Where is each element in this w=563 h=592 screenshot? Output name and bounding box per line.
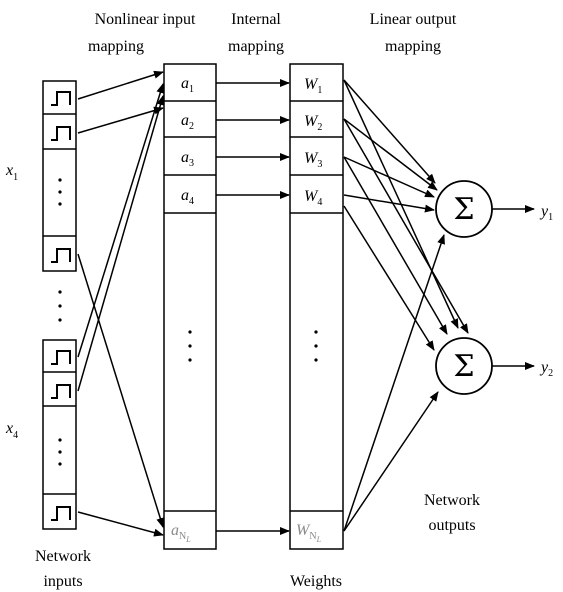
vertical-ellipsis-icon bbox=[58, 438, 62, 466]
network-inputs-label-line2: inputs bbox=[43, 573, 82, 590]
step-function-icon bbox=[51, 350, 71, 365]
header-internal-line1: Internal bbox=[231, 11, 281, 28]
weight-column bbox=[289, 63, 344, 550]
activation-cell-a2: a2 bbox=[181, 112, 194, 132]
input-to-activation-arrows bbox=[77, 70, 165, 537]
weight-cell-w3: W3 bbox=[304, 150, 322, 170]
header-linear-line2: mapping bbox=[385, 38, 441, 55]
header-internal-line2: mapping bbox=[228, 38, 284, 55]
step-function-icon bbox=[51, 384, 71, 399]
weight-cell-w1: W1 bbox=[304, 76, 322, 96]
step-function-icon bbox=[51, 248, 71, 263]
header-nonlinear-line1: Nonlinear input bbox=[95, 11, 196, 28]
activation-cell-a3: a3 bbox=[181, 149, 194, 169]
summation-node-2: Σ bbox=[435, 337, 493, 395]
output-label-y1: y1 bbox=[539, 203, 553, 223]
output-label-y2: y2 bbox=[539, 359, 553, 379]
weight-cell-w2: W2 bbox=[304, 113, 322, 133]
network-outputs-label-line1: Network bbox=[424, 492, 480, 509]
output-arrows bbox=[492, 205, 535, 370]
input-label-x1: x1 bbox=[5, 162, 18, 183]
header-nonlinear-line2: mapping bbox=[88, 38, 144, 55]
vertical-ellipsis-icon bbox=[58, 178, 62, 206]
network-outputs-label-line2: outputs bbox=[428, 517, 475, 534]
input-group-4 bbox=[42, 339, 77, 530]
summation-node-1: Σ bbox=[435, 180, 493, 238]
vertical-ellipsis-icon bbox=[188, 330, 192, 362]
weight-to-sum-arrows bbox=[343, 79, 469, 532]
sum-symbol: Σ bbox=[453, 349, 474, 384]
vertical-ellipsis-icon bbox=[314, 330, 318, 362]
activation-cell-a1: a1 bbox=[181, 75, 194, 95]
network-inputs-label-line1: Network bbox=[35, 548, 91, 565]
weights-label: Weights bbox=[290, 573, 342, 590]
weight-cell-w4: W4 bbox=[304, 188, 322, 208]
weight-cell-wNL: WNL bbox=[296, 522, 322, 544]
input-label-x4: x4 bbox=[5, 420, 18, 441]
step-function-icon bbox=[51, 91, 71, 106]
activation-cell-aNL: aNL bbox=[171, 522, 191, 544]
header-linear-line1: Linear output bbox=[370, 11, 457, 28]
step-function-icon bbox=[51, 126, 71, 141]
sum-symbol: Σ bbox=[453, 192, 474, 227]
step-function-icon bbox=[51, 506, 71, 521]
activation-to-weight-arrows bbox=[216, 79, 290, 535]
input-group-1 bbox=[42, 80, 77, 272]
vertical-ellipsis-icon bbox=[58, 290, 62, 322]
activation-column bbox=[163, 63, 217, 550]
activation-cell-a4: a4 bbox=[181, 187, 194, 207]
